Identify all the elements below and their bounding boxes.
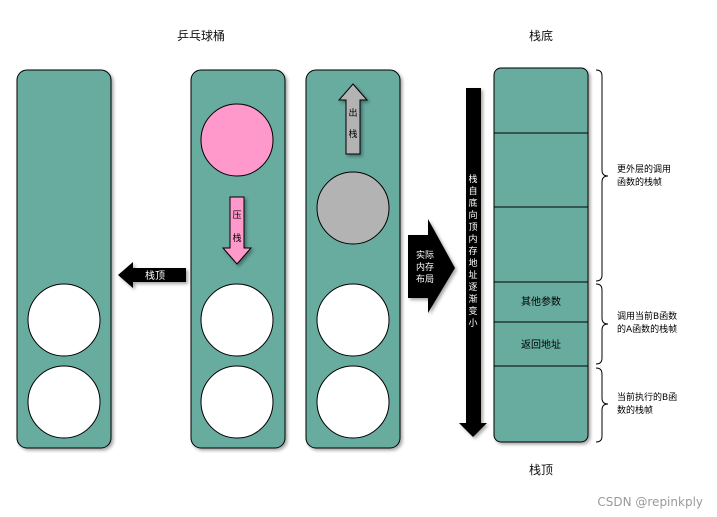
- growth-direction-char: 变: [468, 305, 477, 317]
- growth-direction-char: 渐: [468, 293, 477, 305]
- stack-frame-dividers: [494, 132, 588, 367]
- actual-layout-arrow: [408, 219, 455, 313]
- growth-direction-char: 逐: [468, 282, 477, 293]
- growth-direction-char: 栈: [468, 173, 477, 185]
- svg-text:当前执行的B函: 当前执行的B函: [617, 391, 677, 403]
- ball: [27, 365, 101, 439]
- growth-direction-char: 存: [468, 245, 477, 257]
- ball: [316, 283, 390, 357]
- svg-text:压: 压: [232, 210, 241, 221]
- brace-a-frame-label: 调用当前B函数 的A函数的栈帧: [617, 310, 677, 335]
- ball: [200, 283, 274, 357]
- brace-b-frame: [595, 367, 609, 443]
- growth-direction-arrow: [459, 88, 487, 437]
- growth-direction-char: 小: [468, 318, 477, 329]
- tube-1: [16, 69, 112, 449]
- actual-layout-label: 实际 内存 布局: [416, 249, 434, 285]
- stack-top-pointer-label: 栈顶: [145, 269, 165, 282]
- ball-gray: [316, 171, 390, 245]
- brace-a-frame: [595, 283, 609, 365]
- growth-direction-char: 地: [468, 257, 477, 269]
- brace-outer-frames: [595, 69, 609, 282]
- push-arrow: [221, 196, 253, 265]
- svg-text:数的栈帧: 数的栈帧: [617, 404, 653, 416]
- ball: [316, 365, 390, 439]
- pop-label: 出 栈: [348, 107, 357, 140]
- svg-text:出: 出: [348, 107, 357, 119]
- svg-text:内存: 内存: [416, 261, 434, 273]
- return-address-cell: 返回地址: [521, 338, 561, 351]
- svg-text:函数的栈帧: 函数的栈帧: [617, 176, 662, 188]
- growth-direction-char: 内: [468, 233, 477, 245]
- svg-text:实际: 实际: [416, 249, 434, 261]
- svg-text:的A函数的栈帧: 的A函数的栈帧: [617, 323, 677, 335]
- svg-text:更外层的调用: 更外层的调用: [617, 163, 671, 175]
- tube-3: [305, 69, 401, 449]
- svg-text:调用当前B函数: 调用当前B函数: [617, 310, 677, 322]
- stack-top-bottom-label: 栈顶: [529, 463, 554, 477]
- pop-arrow: [337, 83, 369, 155]
- growth-direction-char: 自: [468, 185, 477, 197]
- push-label: 压 栈: [232, 210, 241, 244]
- svg-text:布局: 布局: [416, 273, 434, 285]
- ball: [200, 365, 274, 439]
- growth-direction-char: 址: [468, 269, 477, 281]
- other-params-cell: 其他参数: [521, 295, 561, 308]
- ball-pink: [200, 103, 274, 177]
- svg-text:栈: 栈: [232, 232, 241, 244]
- brace-b-frame-label: 当前执行的B函 数的栈帧: [617, 391, 677, 416]
- svg-text:栈: 栈: [348, 128, 357, 140]
- stack-top-pointer-arrow: [118, 262, 186, 288]
- growth-direction-char: 底: [468, 197, 477, 209]
- brace-outer-frames-label: 更外层的调用 函数的栈帧: [617, 163, 671, 188]
- growth-direction-char: 向: [468, 209, 477, 221]
- watermark: CSDN @repinkply: [597, 495, 703, 509]
- ping-pong-tube-title: 乒乓球桶: [177, 29, 226, 43]
- stack-bottom-title: 栈底: [529, 29, 554, 43]
- growth-direction-char: 顶: [468, 222, 477, 233]
- ball: [27, 283, 101, 357]
- stack-memory-box: [493, 67, 589, 443]
